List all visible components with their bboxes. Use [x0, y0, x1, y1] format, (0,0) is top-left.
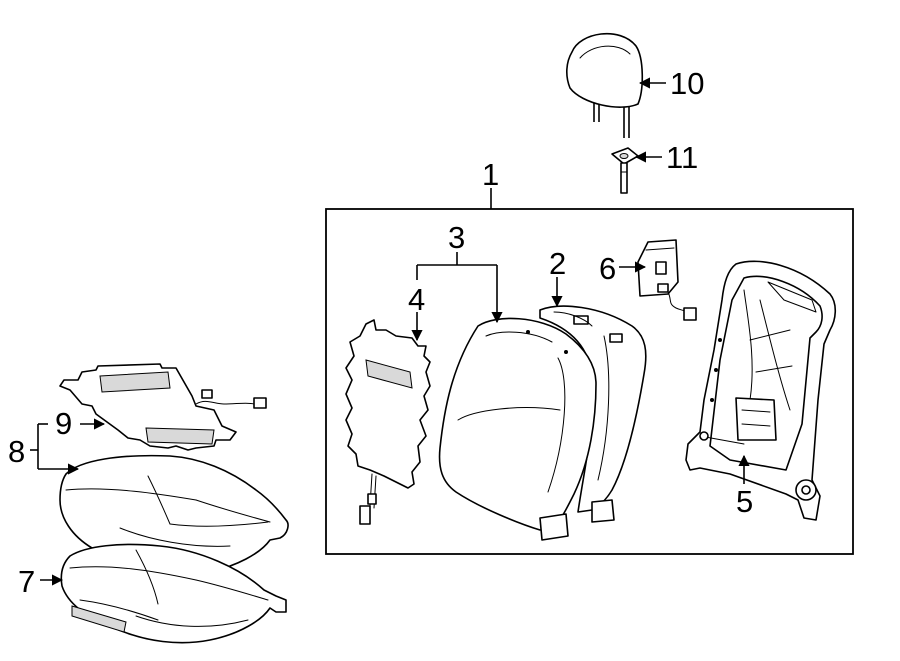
- seat-back-cover: [438, 317, 597, 541]
- leader-lines: [30, 77, 750, 586]
- callout-7: 7: [18, 564, 35, 599]
- callout-4: 4: [408, 282, 425, 317]
- callout-2: 2: [549, 246, 566, 281]
- callout-5: 5: [736, 484, 753, 519]
- callout-3: 3: [448, 220, 465, 255]
- seat-back-assembly-box: [325, 208, 854, 555]
- callout-9: 9: [55, 406, 72, 441]
- seat-back-board: [345, 319, 431, 525]
- callout-11: 11: [666, 140, 698, 175]
- callout-6: 6: [599, 251, 616, 286]
- headrest: [566, 32, 644, 138]
- headrest-guide: [611, 147, 639, 194]
- callout-8: 8: [8, 434, 25, 469]
- seat-cushion-heater: [59, 363, 267, 451]
- seat-cushion-pad: [60, 543, 287, 644]
- seat-back-frame: [685, 260, 837, 521]
- callout-1: 1: [482, 157, 499, 192]
- callout-10: 10: [670, 66, 704, 101]
- side-airbag: [637, 239, 697, 321]
